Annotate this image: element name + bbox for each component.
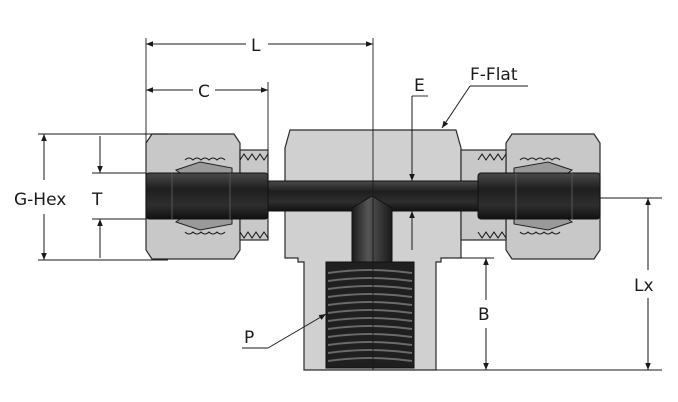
thread-ridge [327, 269, 413, 274]
thread-lines [327, 269, 413, 362]
dim-T: T [91, 136, 146, 258]
vertical-bore [351, 195, 393, 263]
dim-C: C [146, 80, 269, 150]
thread-ridge [327, 325, 413, 330]
thread-ridge [327, 309, 413, 314]
thread-ridge [327, 341, 413, 346]
thread-ridge [327, 277, 413, 282]
left-port-threads [239, 153, 269, 239]
label-P: P [244, 328, 254, 348]
right-tube [477, 172, 601, 220]
dim-Lx: Lx [436, 197, 662, 371]
label-F-flat: F-Flat [470, 65, 518, 85]
label-E: E [414, 76, 425, 96]
label-L: L [251, 36, 261, 56]
label-Lx: Lx [634, 276, 654, 296]
dim-P: P [242, 313, 327, 349]
thread-ridge [327, 293, 413, 298]
label-C: C [198, 82, 210, 102]
dim-L: L [145, 34, 374, 370]
dim-B: B [461, 257, 494, 370]
dim-E: E [409, 76, 428, 250]
thread-ridge [327, 333, 413, 338]
label-T: T [91, 190, 103, 210]
thread-ridge [327, 301, 413, 306]
thread-ridge [327, 317, 413, 322]
left-nut [145, 133, 269, 260]
thread-ridge [327, 285, 413, 290]
bottom-pipe-thread [325, 261, 415, 369]
label-G-hex: G-Hex [14, 190, 66, 210]
dim-G-hex: G-Hex [14, 133, 168, 261]
dim-F-flat: F-Flat [441, 65, 528, 129]
right-port-threads [477, 153, 507, 239]
thread-ridge [327, 357, 413, 362]
thread-ridge [327, 349, 413, 354]
label-B: B [478, 305, 490, 325]
left-tube [145, 172, 269, 220]
